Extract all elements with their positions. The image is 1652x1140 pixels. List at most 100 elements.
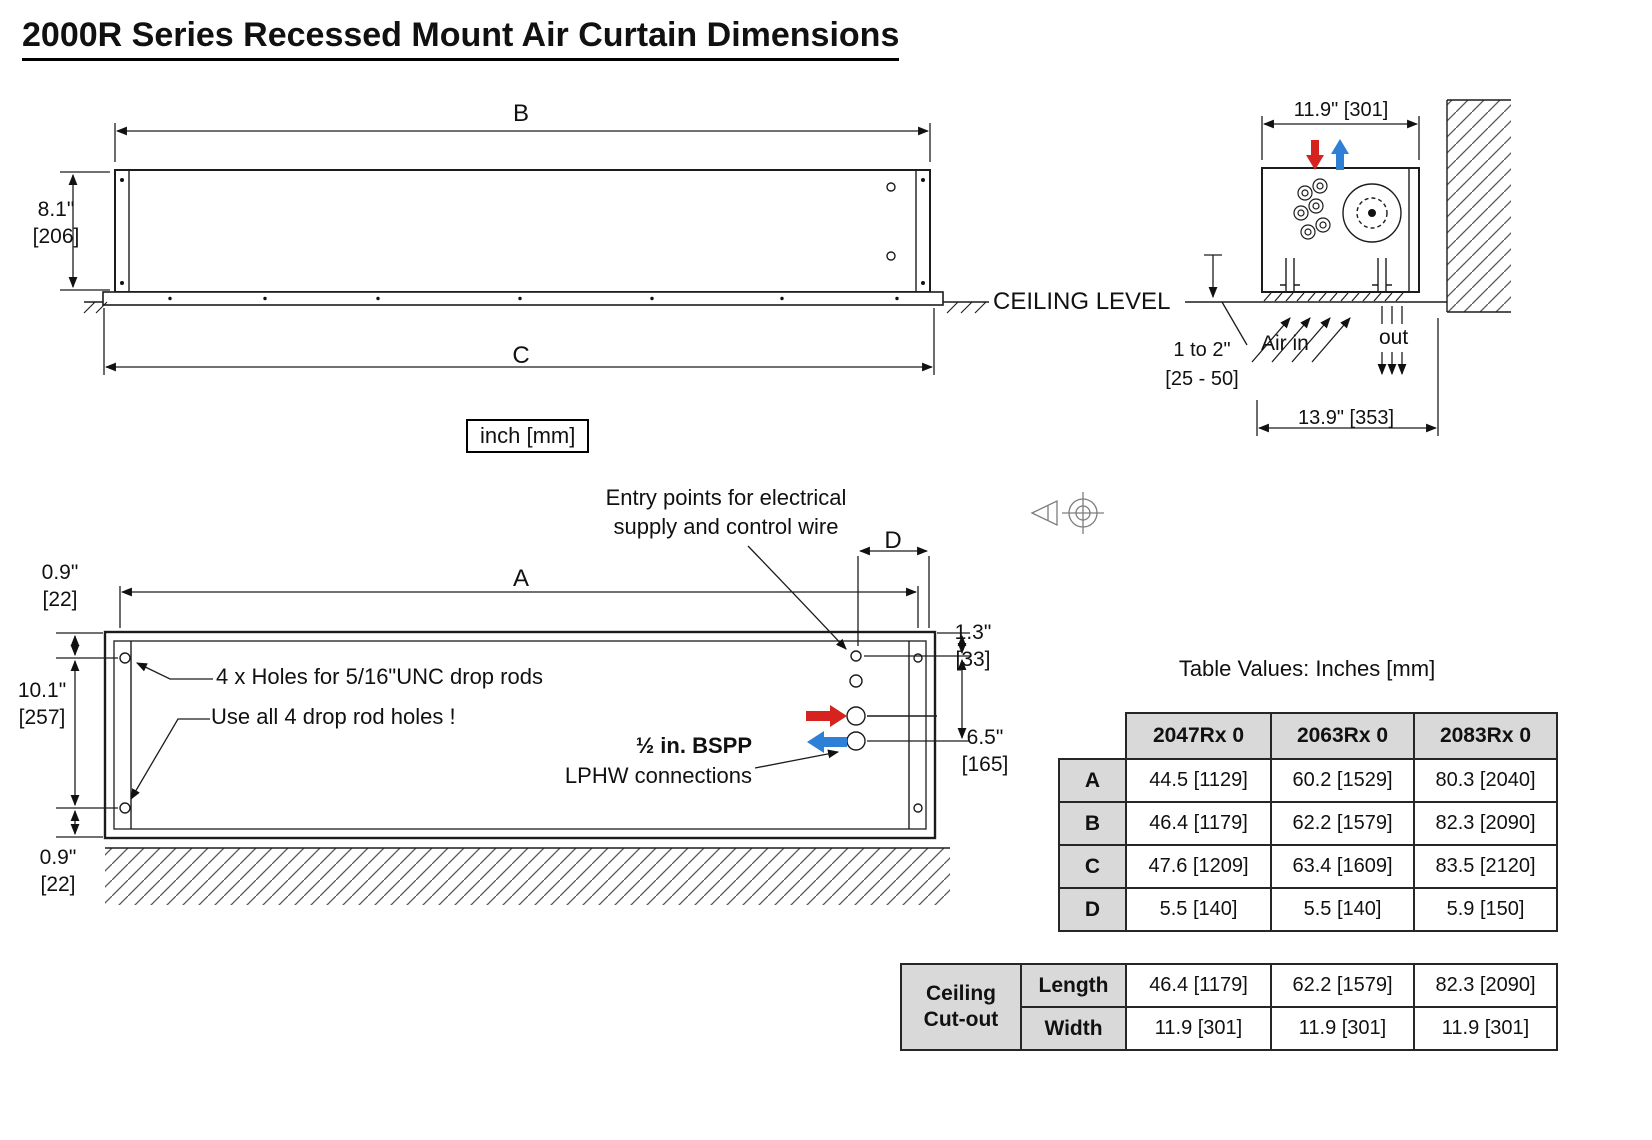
entry-offset-in: 1.3" bbox=[954, 621, 992, 644]
side-depth-dim: 13.9" [353] bbox=[1297, 407, 1395, 429]
drop-rod-hole bbox=[119, 652, 131, 664]
value-cell: 47.6 [1209] bbox=[1125, 844, 1272, 889]
lphw-offset-in: 6.5" bbox=[966, 726, 1004, 749]
value-cell: 83.5 [2120] bbox=[1413, 844, 1558, 889]
front-view-body bbox=[83, 169, 989, 314]
recess-gap-mm: [25 - 50] bbox=[1165, 368, 1239, 390]
drop-rod-hole bbox=[913, 803, 923, 813]
front-height-in: 8.1" bbox=[37, 198, 75, 221]
entry-offset-mm: [33] bbox=[955, 648, 991, 672]
entry-points-note-line2: supply and control wire bbox=[613, 513, 839, 539]
ceiling-hatch-strip bbox=[105, 847, 950, 905]
front-dim-c-label: C bbox=[512, 342, 530, 369]
value-cell: 82.3 [2090] bbox=[1413, 963, 1558, 1008]
table-row: B 46.4 [1179] 62.2 [1579] 82.3 [2090] bbox=[1058, 801, 1558, 846]
electrical-entry-hole bbox=[849, 674, 863, 688]
value-cell: 11.9 [301] bbox=[1125, 1006, 1272, 1051]
value-cell: 5.5 [140] bbox=[1270, 887, 1415, 932]
page-title: 2000R Series Recessed Mount Air Curtain … bbox=[22, 16, 900, 61]
ceiling-cutout-label-line2: Cut-out bbox=[923, 1008, 999, 1031]
electrical-entry-hole bbox=[850, 650, 862, 662]
ceiling-cutout-table: Ceiling Cut-out Length 46.4 [1179] 62.2 … bbox=[900, 963, 1558, 1051]
table-title: Table Values: Inches [mm] bbox=[1178, 656, 1436, 681]
value-cell: 11.9 [301] bbox=[1413, 1006, 1558, 1051]
value-cell: 5.9 [150] bbox=[1413, 887, 1558, 932]
value-cell: 80.3 [2040] bbox=[1413, 758, 1558, 803]
table-col-header-2047: 2047Rx 0 bbox=[1125, 712, 1272, 760]
first-angle-projection-icon bbox=[1030, 492, 1104, 534]
plan-view-dimensions bbox=[56, 546, 970, 838]
air-in-arrows-icon bbox=[1251, 317, 1351, 363]
edge-bottom-dim: 0.9" [22] bbox=[24, 844, 92, 899]
drop-rod-warning: Use all 4 drop rod holes ! bbox=[211, 704, 456, 729]
edge-bottom-mm: [22] bbox=[40, 873, 76, 897]
warm-air-arrow-icon bbox=[1306, 140, 1324, 170]
front-height-mm: [206] bbox=[32, 225, 80, 249]
lphw-offset-dim: 6.5" [165] bbox=[952, 724, 1018, 779]
recess-gap-dim: 1 to 2" [25 - 50] bbox=[1156, 336, 1248, 394]
value-cell: 82.3 [2090] bbox=[1413, 801, 1558, 846]
table-row: D 5.5 [140] 5.5 [140] 5.9 [150] bbox=[1058, 887, 1558, 932]
value-cell: 63.4 [1609] bbox=[1270, 844, 1415, 889]
entry-points-note: Entry points for electrical supply and c… bbox=[576, 484, 876, 541]
value-cell: 11.9 [301] bbox=[1270, 1006, 1415, 1051]
lphw-label: LPHW connections bbox=[564, 763, 752, 788]
hole-spacing-mm: [257] bbox=[18, 706, 66, 730]
recess-gap-in: 1 to 2" bbox=[1173, 339, 1231, 361]
edge-top-in: 0.9" bbox=[41, 561, 79, 584]
air-out-label: out bbox=[1379, 326, 1409, 349]
front-height-dim: 8.1" [206] bbox=[18, 196, 94, 251]
table-row: C 47.6 [1209] 63.4 [1609] 83.5 [2120] bbox=[1058, 844, 1558, 889]
plan-dim-a-label: A bbox=[512, 565, 529, 592]
edge-bottom-in: 0.9" bbox=[39, 846, 77, 869]
row-label-c: C bbox=[1058, 844, 1127, 889]
table-row: A 44.5 [1129] 60.2 [1529] 80.3 [2040] bbox=[1058, 758, 1558, 803]
wall-section bbox=[1446, 99, 1511, 313]
plan-view-leaders bbox=[130, 545, 847, 800]
row-label-width: Width bbox=[1020, 1006, 1127, 1051]
cool-air-arrow-icon bbox=[1331, 139, 1349, 170]
hole-spacing-dim: 10.1" [257] bbox=[4, 677, 80, 732]
table-row: Ceiling Cut-out Length 46.4 [1179] 62.2 … bbox=[900, 963, 1558, 1051]
value-cell: 46.4 [1179] bbox=[1125, 963, 1272, 1008]
ceiling-cutout-label-line1: Ceiling bbox=[925, 981, 996, 1005]
ceiling-level-label: CEILING LEVEL bbox=[993, 288, 1171, 315]
value-cell: 46.4 [1179] bbox=[1125, 801, 1272, 846]
drop-rod-hole bbox=[913, 653, 923, 663]
units-note-box: inch [mm] bbox=[466, 419, 590, 453]
side-view-dimensions bbox=[1204, 116, 1439, 436]
value-cell: 44.5 [1129] bbox=[1125, 758, 1272, 803]
air-in-label: Air in bbox=[1261, 332, 1309, 355]
row-label-length: Length bbox=[1020, 963, 1127, 1008]
value-cell: 5.5 [140] bbox=[1125, 887, 1272, 932]
lphw-offset-mm: [165] bbox=[961, 753, 1009, 777]
dimension-table: 2047Rx 0 2063Rx 0 2083Rx 0 A 44.5 [1129]… bbox=[1058, 712, 1558, 932]
side-width-dim: 11.9" [301] bbox=[1293, 99, 1389, 121]
air-out-arrows-icon bbox=[1377, 306, 1407, 376]
ceiling-cutout-label: Ceiling Cut-out bbox=[900, 963, 1022, 1051]
edge-top-dim: 0.9" [22] bbox=[26, 559, 94, 614]
supply-flow-arrows bbox=[1306, 139, 1349, 170]
heater-coil-icon bbox=[1293, 178, 1331, 240]
front-dim-b-label: B bbox=[512, 100, 529, 127]
edge-top-mm: [22] bbox=[42, 588, 78, 612]
entry-points-note-line1: Entry points for electrical bbox=[605, 485, 847, 510]
table-col-header-2063: 2063Rx 0 bbox=[1270, 712, 1415, 760]
table-corner-cell bbox=[1059, 713, 1127, 760]
table-col-header-2083: 2083Rx 0 bbox=[1413, 712, 1558, 760]
plan-view-body bbox=[103, 630, 937, 840]
drop-rod-note: 4 x Holes for 5/16"UNC drop rods bbox=[216, 664, 543, 689]
value-cell: 60.2 [1529] bbox=[1270, 758, 1415, 803]
entry-offset-dim: 1.3" [33] bbox=[944, 619, 1002, 674]
value-cell: 62.2 [1579] bbox=[1270, 801, 1415, 846]
drop-rod-hole bbox=[119, 802, 131, 814]
hot-water-arrow-icon bbox=[806, 705, 847, 727]
value-cell: 62.2 [1579] bbox=[1270, 963, 1415, 1008]
plan-dim-d-label: D bbox=[884, 527, 902, 554]
row-label-a: A bbox=[1058, 758, 1127, 803]
side-view-body bbox=[1185, 99, 1511, 313]
front-view-dimensions bbox=[60, 123, 935, 375]
cold-water-arrow-icon bbox=[807, 731, 847, 753]
